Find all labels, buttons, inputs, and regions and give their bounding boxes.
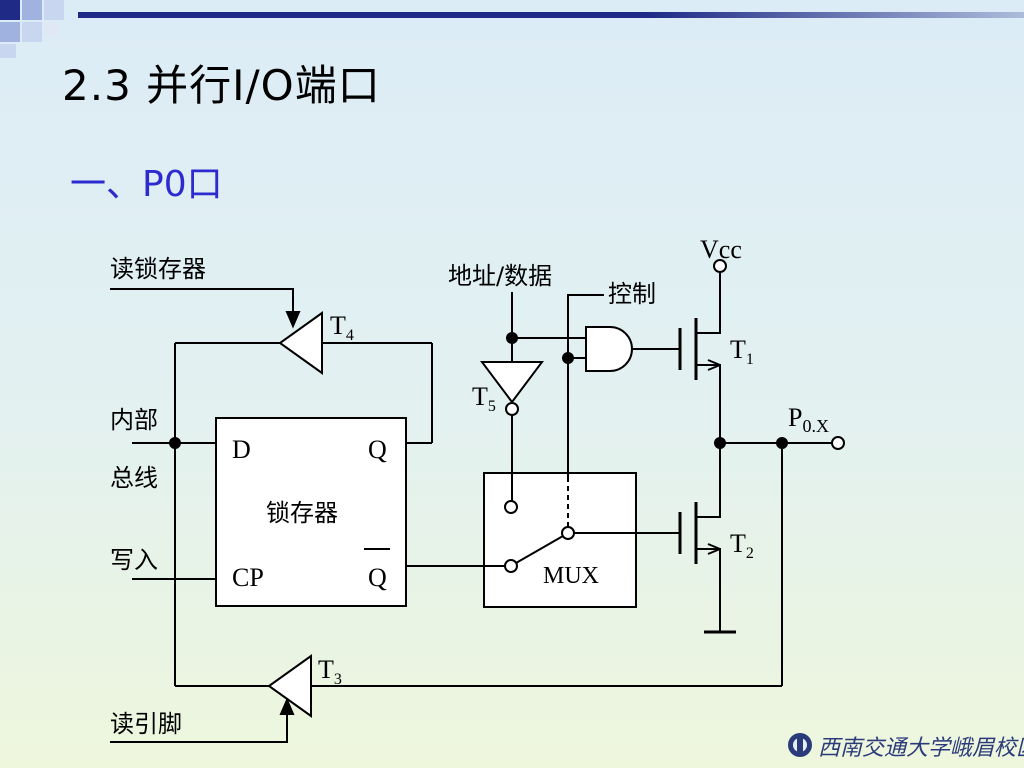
slide-subtitle: 一、P0口 xyxy=(70,164,223,205)
header-rule xyxy=(78,12,1024,18)
latch-box xyxy=(215,417,407,607)
and-gate xyxy=(585,326,633,372)
label-read-latch: 读锁存器 xyxy=(110,255,206,283)
university-emblem-icon xyxy=(788,733,812,757)
t5-inverter xyxy=(480,361,544,404)
label-internal-bus-2: 总线 xyxy=(110,464,158,492)
latch-cp-label: CP xyxy=(232,563,264,592)
label-t4: T4 xyxy=(330,311,354,344)
label-internal-bus-1: 内部 xyxy=(110,406,158,434)
label-t3: T3 xyxy=(318,655,342,688)
mux-label: MUX xyxy=(543,563,599,589)
t4-buffer xyxy=(278,311,323,375)
label-read-pin: 读引脚 xyxy=(110,710,182,738)
label-vcc: Vcc xyxy=(700,235,742,264)
label-p0x: P0.X xyxy=(788,403,829,436)
label-t5: T5 xyxy=(472,382,496,415)
mux-box xyxy=(483,472,637,608)
latch-d-label: D xyxy=(232,435,251,464)
corner-decoration xyxy=(0,0,64,58)
latch-qbar-label: Q xyxy=(368,563,387,592)
label-write-in: 写入 xyxy=(110,546,158,574)
label-addr-data: 地址/数据 xyxy=(448,262,552,290)
label-t2: T2 xyxy=(730,529,754,562)
latch-name-label: 锁存器 xyxy=(266,499,338,527)
slide-title: 2.3 并行I/O端口 xyxy=(62,61,381,110)
latch-q-label: Q xyxy=(368,435,387,464)
label-t1: T1 xyxy=(730,335,754,368)
university-logo-text: 西南交通大学峨眉校区 xyxy=(818,736,1024,761)
label-control: 控制 xyxy=(608,280,656,308)
